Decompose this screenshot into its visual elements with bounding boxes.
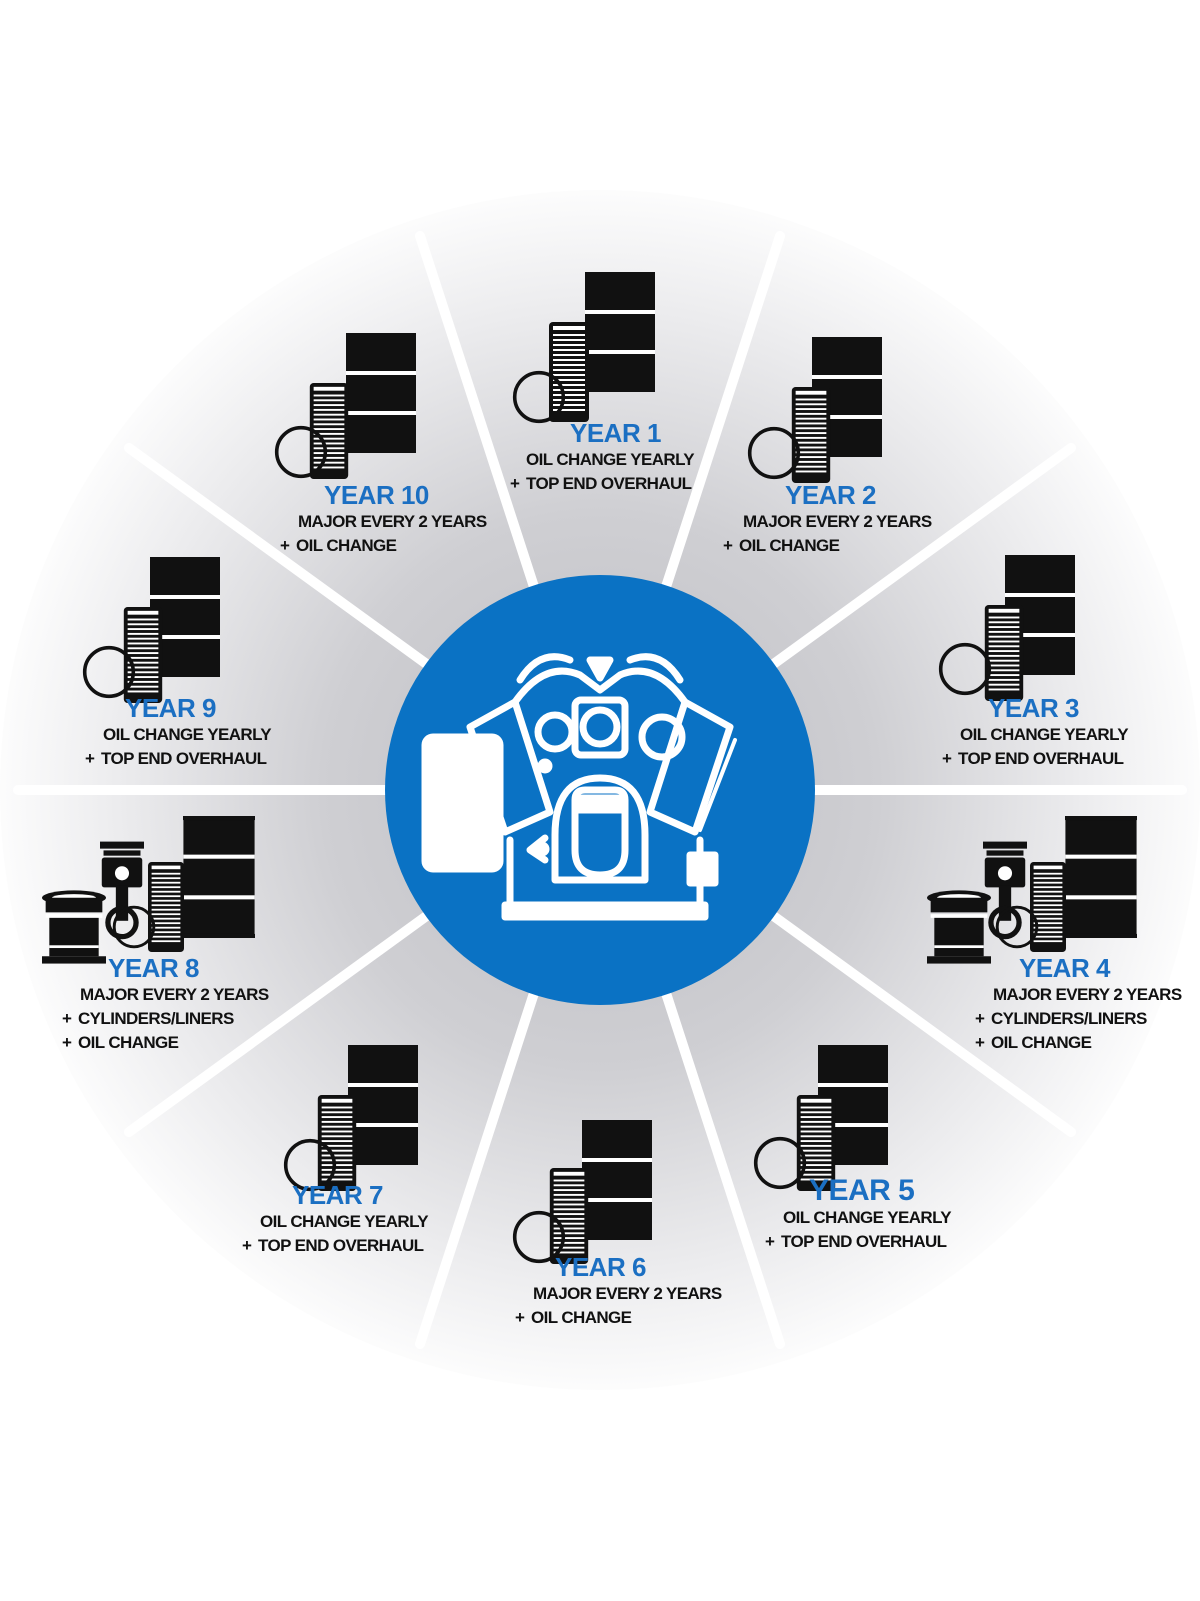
task-line: +OIL CHANGE <box>515 1308 632 1327</box>
year-title: YEAR 6 <box>555 1252 646 1282</box>
task-line: OIL CHANGE YEARLY <box>510 448 695 472</box>
year-title: YEAR 4 <box>1019 953 1110 983</box>
task-text: MAJOR EVERY 2 YEARS <box>80 985 269 1004</box>
task-text: TOP END OVERHAUL <box>101 749 267 768</box>
task-line: +OIL CHANGE <box>723 536 840 555</box>
year-title: YEAR 1 <box>570 418 661 448</box>
year-9-label: YEAR 9 OIL CHANGE YEARLY +TOP END OVERHA… <box>85 693 272 771</box>
task-line: +CYLINDERS/LINERS <box>975 1009 1147 1028</box>
task-text: MAJOR EVERY 2 YEARS <box>298 512 487 531</box>
task-text: MAJOR EVERY 2 YEARS <box>533 1284 722 1303</box>
task-line: OIL CHANGE YEARLY <box>942 723 1129 747</box>
task-line: OIL CHANGE YEARLY <box>242 1210 429 1234</box>
year-title: YEAR 2 <box>785 480 876 510</box>
task-text: MAJOR EVERY 2 YEARS <box>993 985 1182 1004</box>
task-text: CYLINDERS/LINERS <box>78 1009 234 1028</box>
task-text: CYLINDERS/LINERS <box>991 1009 1147 1028</box>
task-line: +TOP END OVERHAUL <box>242 1236 424 1255</box>
task-line: MAJOR EVERY 2 YEARS <box>975 983 1182 1007</box>
task-line: +TOP END OVERHAUL <box>85 749 267 768</box>
task-line: +OIL CHANGE <box>280 536 397 555</box>
task-text: MAJOR EVERY 2 YEARS <box>743 512 932 531</box>
task-line: MAJOR EVERY 2 YEARS <box>280 510 487 534</box>
task-line: +TOP END OVERHAUL <box>765 1232 947 1251</box>
year-3-label: YEAR 3 OIL CHANGE YEARLY +TOP END OVERHA… <box>942 693 1129 771</box>
year-7-label: YEAR 7 OIL CHANGE YEARLY +TOP END OVERHA… <box>242 1180 429 1258</box>
task-text: OIL CHANGE YEARLY <box>783 1208 952 1227</box>
year-6-label: YEAR 6 MAJOR EVERY 2 YEARS +OIL CHANGE <box>515 1252 722 1330</box>
year-1-label: YEAR 1 OIL CHANGE YEARLY +TOP END OVERHA… <box>510 418 695 496</box>
year-title: YEAR 5 <box>809 1174 915 1207</box>
year-10-label: YEAR 10 MAJOR EVERY 2 YEARS +OIL CHANGE <box>280 480 487 558</box>
task-line: +TOP END OVERHAUL <box>942 749 1124 768</box>
year-2-label: YEAR 2 MAJOR EVERY 2 YEARS +OIL CHANGE <box>723 480 932 558</box>
task-line: MAJOR EVERY 2 YEARS <box>515 1282 722 1306</box>
year-title: YEAR 10 <box>324 480 429 510</box>
task-line: +OIL CHANGE <box>62 1033 179 1052</box>
task-text: OIL CHANGE <box>78 1033 179 1052</box>
year-title: YEAR 7 <box>292 1180 383 1210</box>
task-text: OIL CHANGE YEARLY <box>103 725 272 744</box>
year-title: YEAR 3 <box>988 693 1079 723</box>
task-text: OIL CHANGE YEARLY <box>960 725 1129 744</box>
task-line: +TOP END OVERHAUL <box>510 474 692 493</box>
task-text: OIL CHANGE <box>991 1033 1092 1052</box>
task-line: +OIL CHANGE <box>975 1033 1092 1052</box>
compressor-engine-icon <box>421 653 737 921</box>
task-text: TOP END OVERHAUL <box>526 474 692 493</box>
task-line: OIL CHANGE YEARLY <box>85 723 272 747</box>
task-text: TOP END OVERHAUL <box>258 1236 424 1255</box>
task-text: TOP END OVERHAUL <box>781 1232 947 1251</box>
task-line: MAJOR EVERY 2 YEARS <box>723 510 932 534</box>
task-text: OIL CHANGE <box>739 536 840 555</box>
year-4-label: YEAR 4 MAJOR EVERY 2 YEARS +CYLINDERS/LI… <box>975 953 1182 1055</box>
task-text: OIL CHANGE YEARLY <box>260 1212 429 1231</box>
year-8-label: YEAR 8 MAJOR EVERY 2 YEARS +CYLINDERS/LI… <box>62 953 269 1055</box>
task-text: OIL CHANGE <box>531 1308 632 1327</box>
year-title: YEAR 9 <box>125 693 216 723</box>
task-text: OIL CHANGE YEARLY <box>526 450 695 469</box>
task-line: MAJOR EVERY 2 YEARS <box>62 983 269 1007</box>
task-text: TOP END OVERHAUL <box>958 749 1124 768</box>
task-line: +CYLINDERS/LINERS <box>62 1009 234 1028</box>
task-line: OIL CHANGE YEARLY <box>765 1206 952 1230</box>
year-5-label: YEAR 5 OIL CHANGE YEARLY +TOP END OVERHA… <box>765 1174 952 1254</box>
year-title: YEAR 8 <box>108 953 199 983</box>
task-text: OIL CHANGE <box>296 536 397 555</box>
